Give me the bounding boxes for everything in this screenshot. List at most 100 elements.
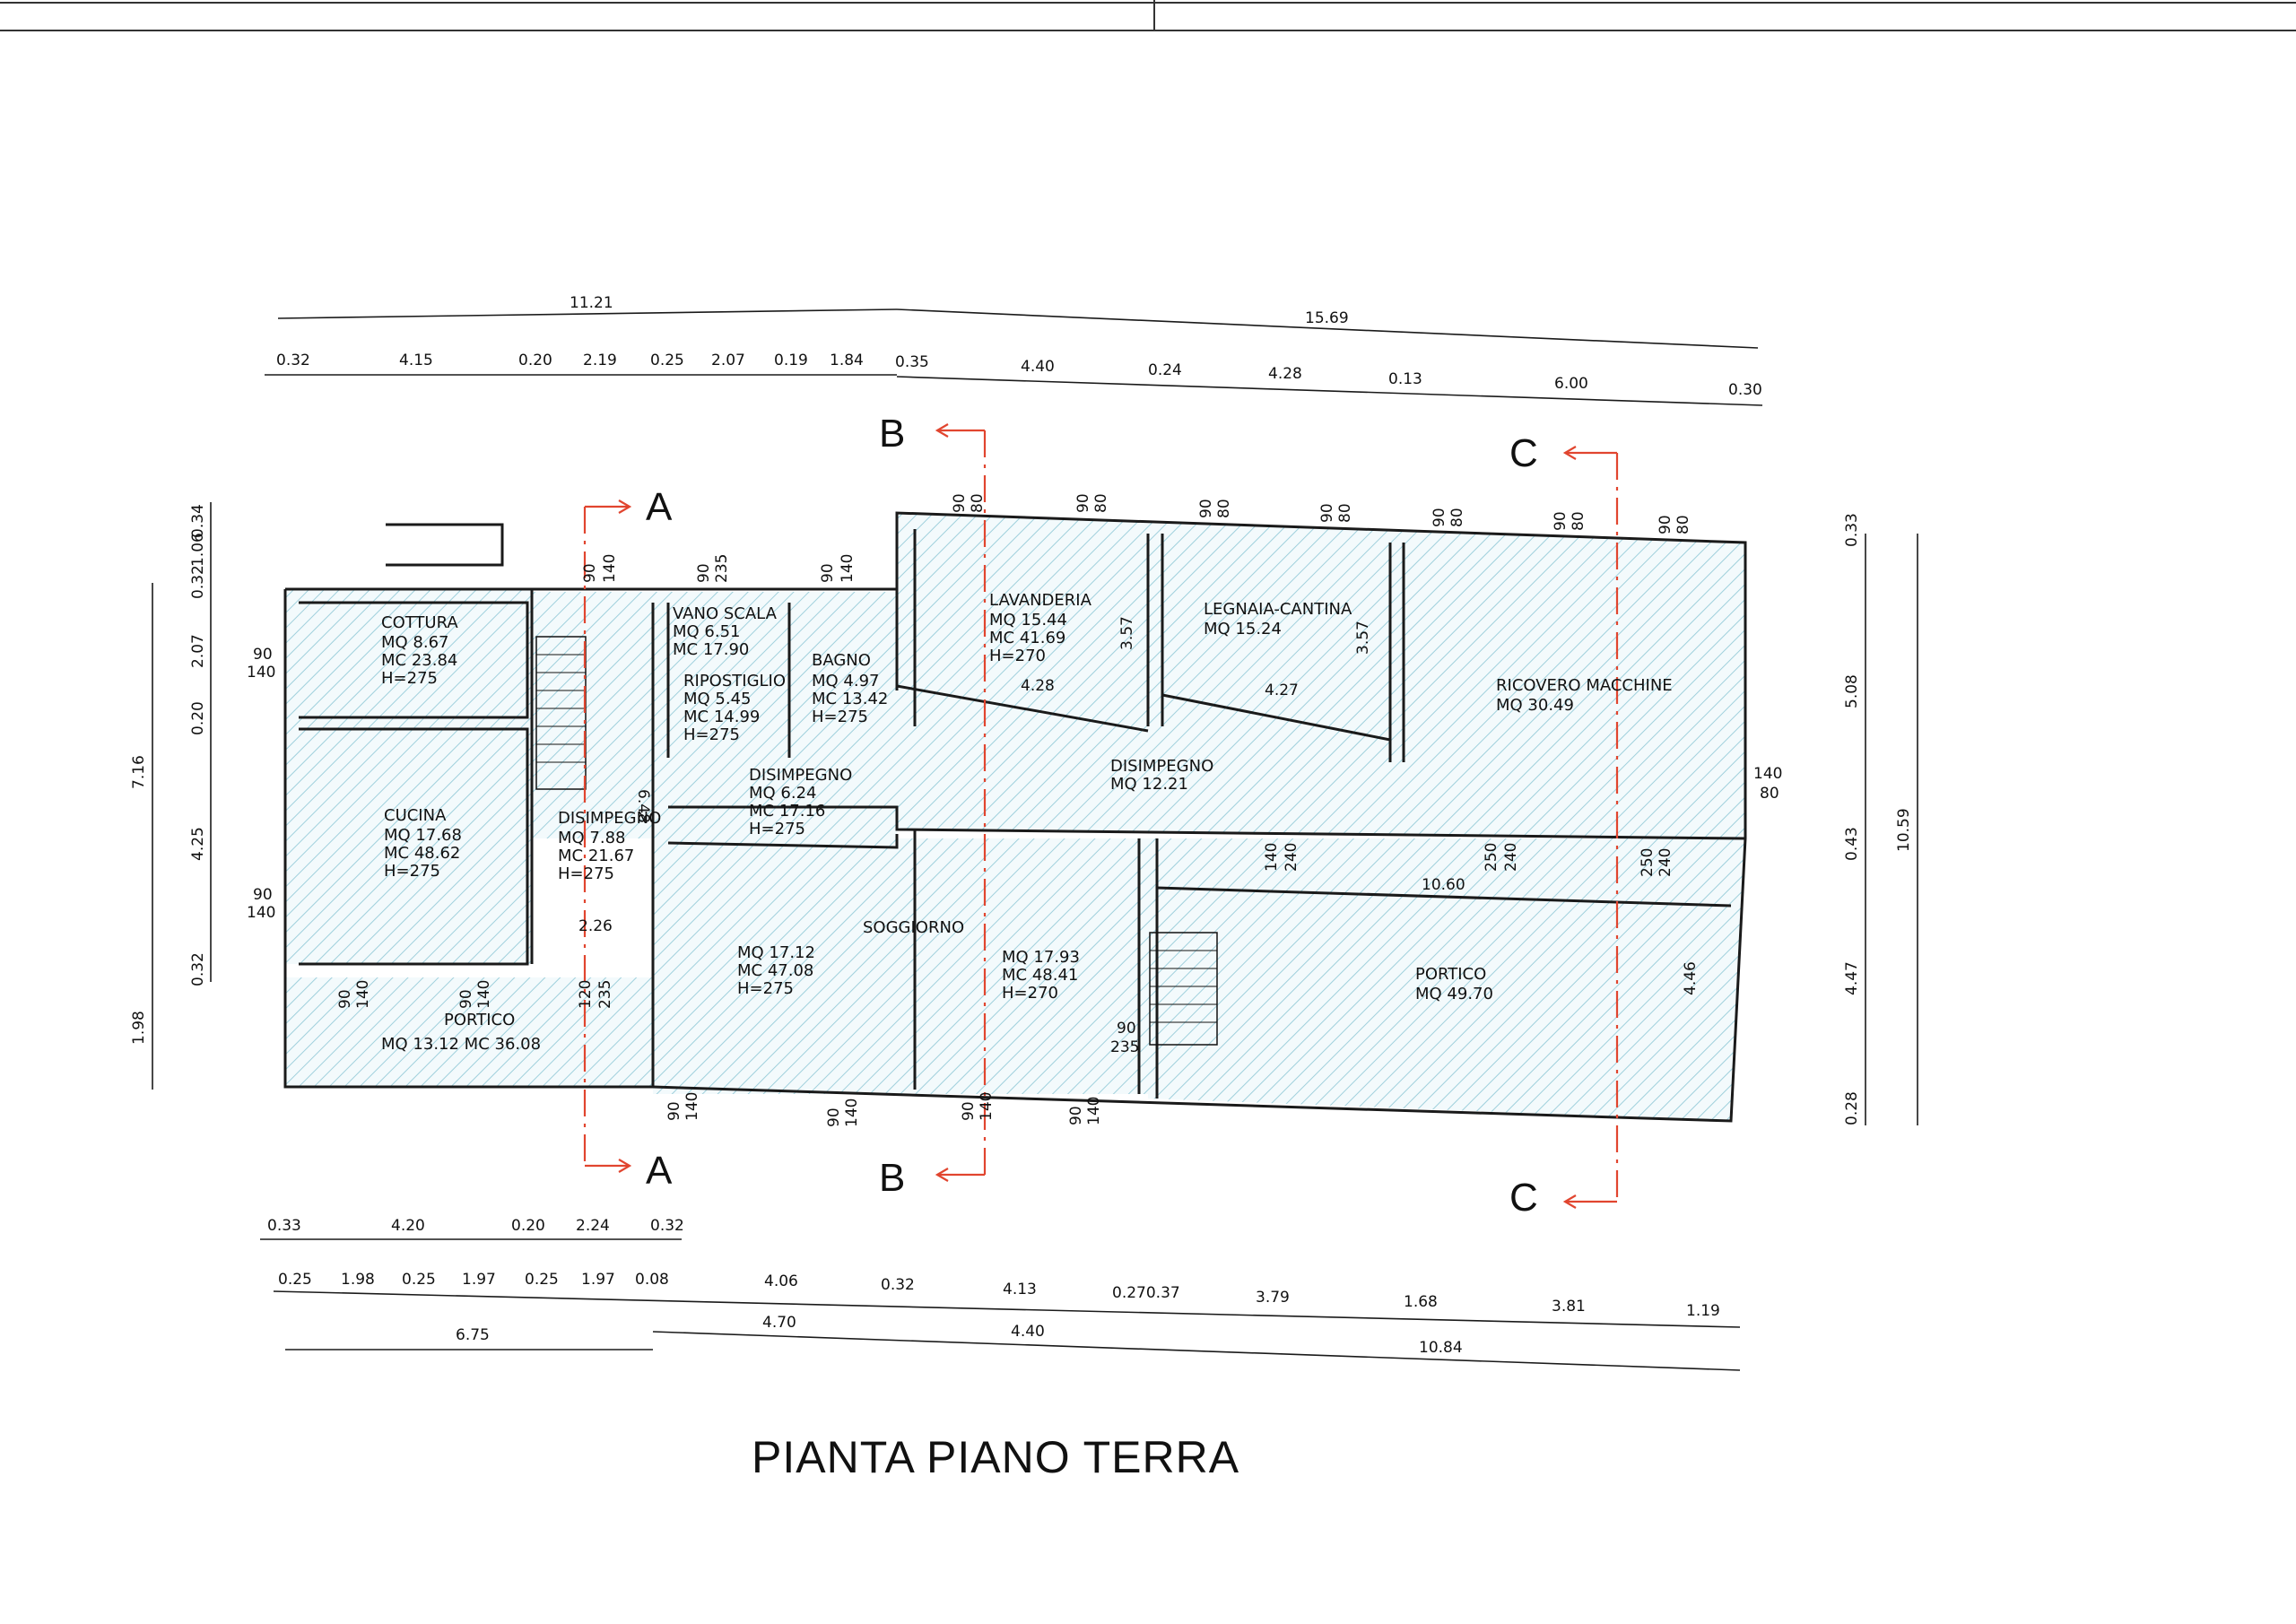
room-disimpegno3-name: DISIMPEGNO [1110, 757, 1213, 776]
room-vanoscala-l2: MC 17.90 [673, 640, 749, 659]
dim-left-total-0: 7.16 [130, 755, 148, 789]
inner-dim-1: 4.27 [1265, 682, 1299, 699]
room-lavanderia-l1: MQ 15.44 [989, 611, 1067, 630]
opening-13-w: 140 [1263, 843, 1281, 872]
dimension-texts: 11.21 15.69 0.32 4.15 0.20 2.19 0.25 2.0… [130, 294, 1913, 1357]
opening-9-w: 90 [1431, 508, 1448, 527]
room-disimpegno2-l2: MC 17.16 [749, 802, 825, 821]
room-legnaia-l1: MQ 15.24 [1204, 620, 1282, 638]
dim-top-12: 0.13 [1388, 370, 1422, 388]
inner-dim-0: 4.28 [1021, 677, 1055, 695]
dim-bot2-3: 1.97 [462, 1271, 496, 1289]
room-soggiorno-east-l3: H=270 [1002, 984, 1058, 1003]
opening-9-h: 80 [1448, 508, 1466, 527]
room-portico-west-name: PORTICO [444, 1011, 515, 1029]
dim-bot2-10: 0.270.37 [1112, 1284, 1180, 1302]
dim-top-13: 6.00 [1554, 375, 1588, 393]
opening-18-h: 140 [683, 1092, 701, 1121]
opening-6-w: 90 [1074, 493, 1092, 513]
opening-19-h: 140 [843, 1099, 861, 1127]
opening-6-h: 80 [1092, 493, 1110, 513]
opening-11-w: 90 [1657, 515, 1674, 534]
dim-right-0: 0.33 [1843, 513, 1861, 547]
room-lavanderia-l2: MC 41.69 [989, 629, 1065, 647]
dim-top-11: 4.28 [1268, 365, 1302, 383]
dim-top-10: 0.24 [1148, 361, 1182, 379]
opening-2-h: 140 [601, 554, 619, 583]
room-cucina-l2: MC 48.62 [384, 844, 460, 863]
dim-left-4: 0.20 [189, 701, 207, 735]
inner-dim-3: 3.57 [1354, 621, 1372, 655]
room-disimpegno2-l3: H=275 [749, 820, 805, 838]
opening-4-w: 90 [819, 563, 837, 583]
opening-18-w: 90 [665, 1101, 683, 1121]
room-disimpegno1-l2: MC 21.67 [558, 847, 634, 865]
opening-15-w: 250 [1639, 848, 1657, 877]
dim-top-2: 0.20 [518, 352, 552, 369]
opening-5-h: 80 [969, 493, 987, 513]
section-label-b-bottom: B [879, 1156, 905, 1200]
walls [283, 511, 1747, 1123]
dim-left-0: 0.34 [189, 504, 207, 538]
dim-right-3: 4.47 [1843, 961, 1861, 995]
opening-15-h: 240 [1657, 848, 1674, 877]
opening-2-w: 90 [581, 563, 599, 583]
dim-bot2-13: 3.81 [1552, 1298, 1586, 1316]
room-soggiorno-east-l2: MC 48.41 [1002, 966, 1078, 985]
opening-10-h: 80 [1570, 511, 1587, 531]
opening-20-w: 90 [960, 1101, 978, 1121]
dim-top-9: 4.40 [1021, 358, 1055, 376]
opening-16-h: 140 [354, 980, 372, 1009]
opening-1-w: 90 [253, 886, 273, 904]
dim-left-5: 4.25 [189, 827, 207, 861]
opening-19-w: 90 [825, 1107, 843, 1127]
dim-bot2-1: 1.98 [341, 1271, 375, 1289]
dim-right-4: 0.28 [1843, 1091, 1861, 1125]
room-disimpegno1-l1: MQ 7.88 [558, 829, 626, 847]
room-soggiorno-west-l2: MC 47.08 [737, 961, 813, 980]
room-soggiorno-west-l1: MQ 17.12 [737, 943, 815, 962]
room-ricovero-l1: MQ 30.49 [1496, 696, 1574, 715]
opening-13-h: 240 [1283, 843, 1300, 872]
dim-bot2-11: 3.79 [1256, 1289, 1290, 1307]
opening-3-w: 90 [695, 563, 713, 583]
room-bagno-l2: MC 13.42 [812, 690, 888, 708]
dim-right-total-0: 10.59 [1895, 808, 1913, 852]
dim-left-3: 2.07 [189, 634, 207, 668]
opening-8-h: 80 [1336, 503, 1354, 523]
room-bagno-l3: H=275 [812, 708, 868, 726]
opening-7-h: 80 [1215, 499, 1233, 518]
room-cottura-name: COTTURA [381, 613, 458, 632]
dim-bot2-0: 0.25 [278, 1271, 312, 1289]
page-title: PIANTA PIANO TERRA [752, 1432, 1239, 1482]
room-labels: COTTURA MQ 8.67 MC 23.84 H=275 CUCINA MQ… [381, 591, 1673, 1054]
room-ripostiglio-l3: H=275 [683, 725, 740, 744]
dim-bot2-8: 0.32 [881, 1276, 915, 1294]
room-bagno-l1: MQ 4.97 [812, 672, 880, 690]
opening-12-w: 140 [1753, 765, 1782, 783]
dim-left-1: 1.06 [189, 533, 207, 567]
dim-top-14: 0.30 [1728, 381, 1762, 399]
sheet-border [0, 0, 2296, 31]
dim-top-8: 0.35 [895, 353, 929, 371]
room-disimpegno2-l1: MQ 6.24 [749, 784, 817, 803]
dim-bot2-4: 0.25 [525, 1271, 559, 1289]
room-soggiorno-east-l1: MQ 17.93 [1002, 948, 1080, 967]
dim-top-total-1: 15.69 [1305, 309, 1349, 327]
room-soggiorno-name: SOGGIORNO [863, 918, 964, 937]
dim-bot2-12: 1.68 [1404, 1293, 1438, 1311]
room-bagno-name: BAGNO [812, 651, 871, 670]
room-legnaia-name: LEGNAIA-CANTINA [1204, 600, 1352, 619]
opening-0-h: 140 [247, 664, 275, 682]
opening-12-h: 80 [1760, 785, 1779, 803]
opening-24-w: 90 [1117, 1020, 1136, 1038]
dim-bot2-5: 1.97 [581, 1271, 615, 1289]
room-cucina-name: CUCINA [384, 806, 447, 825]
opening-5-w: 90 [951, 493, 969, 513]
dim-top-4: 0.25 [650, 352, 684, 369]
dim-bot3-1: 4.70 [762, 1314, 796, 1332]
room-disimpegno3-l1: MQ 12.21 [1110, 775, 1188, 794]
dim-right-1: 5.08 [1843, 674, 1861, 708]
room-disimpegno2-name: DISIMPEGNO [749, 766, 852, 785]
dim-top-5: 2.07 [711, 352, 745, 369]
